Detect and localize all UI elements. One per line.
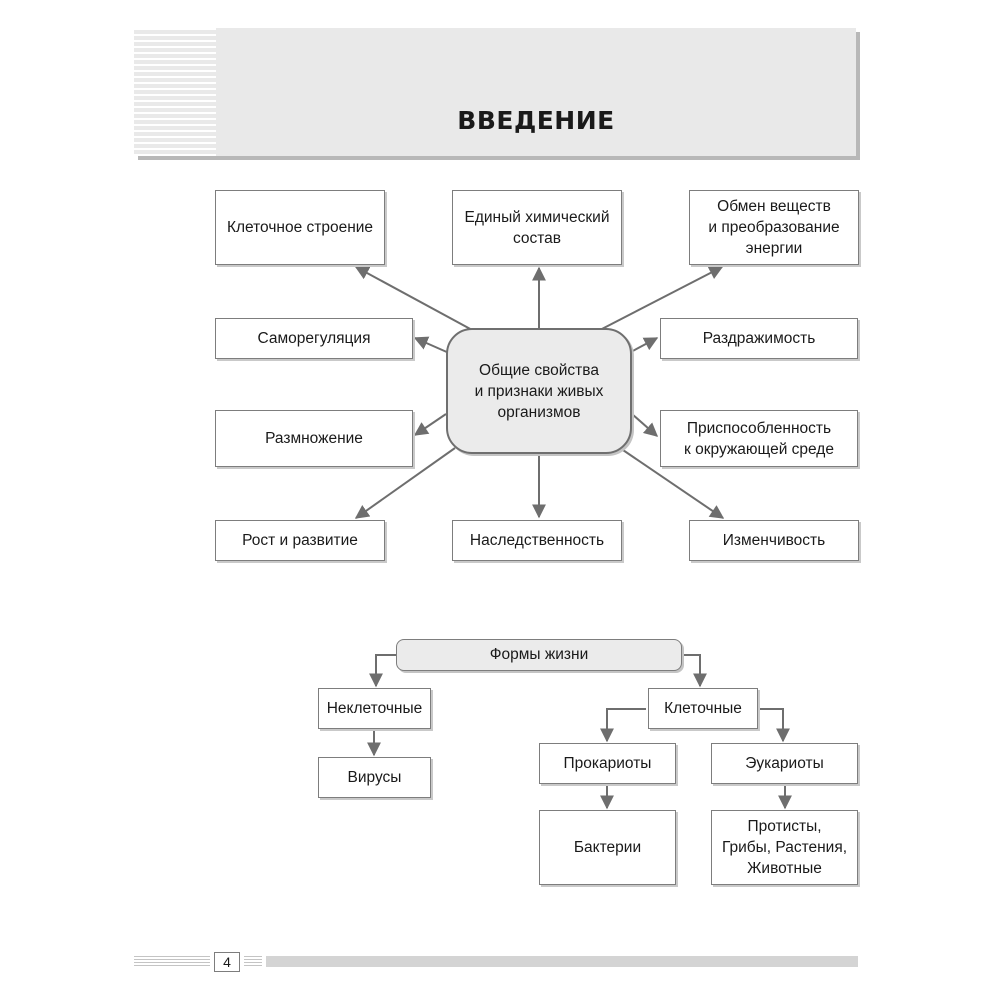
node-general-properties: Общие свойства и признаки живых организм… [446, 328, 632, 454]
header-stripes [134, 28, 216, 156]
page-number: 4 [214, 952, 240, 972]
node-chemical-composition: Единый химический состав [452, 190, 622, 265]
node-heredity: Наследственность [452, 520, 622, 561]
node-bacteria: Бактерии [539, 810, 676, 885]
arrow-to-cellular [682, 654, 707, 688]
arrow-to-reproduction [413, 413, 447, 436]
section-header: ВВЕДЕНИЕ [134, 28, 856, 156]
node-eukaryote-groups: Протисты, Грибы, Растения, Животные [711, 810, 858, 885]
node-eukaryotes: Эукариоты [711, 743, 858, 784]
node-metabolism: Обмен веществ и преобразование энергии [689, 190, 859, 265]
arrow-to-variability [619, 447, 725, 519]
node-irritability: Раздражимость [660, 318, 858, 359]
footer-lines-left [134, 956, 210, 968]
node-noncellular: Неклеточные [318, 688, 431, 729]
footer-bar [266, 956, 858, 967]
node-cellular: Клеточные [648, 688, 758, 729]
arrow-to-prokaryotes [600, 708, 646, 743]
arrow-to-growth [354, 447, 456, 519]
arrow-to-cell-structure [354, 266, 475, 332]
node-self-regulation: Саморегуляция [215, 318, 413, 359]
page-title: ВВЕДЕНИЕ [457, 106, 615, 135]
node-reproduction: Размножение [215, 410, 413, 467]
node-adaptation: Приспособленность к окружающей среде [660, 410, 858, 467]
node-cell-structure: Клеточное строение [215, 190, 385, 265]
arrow-to-adaptation [631, 413, 659, 437]
arrow-to-self-regulation [413, 336, 450, 354]
arrow-to-metabolism [597, 266, 724, 332]
arrow-to-noncellular [369, 654, 396, 688]
arrow-to-eukaryotes [758, 708, 790, 743]
node-viruses: Вирусы [318, 757, 431, 798]
node-prokaryotes: Прокариоты [539, 743, 676, 784]
node-variability: Изменчивость [689, 520, 859, 561]
arrow-to-irritability [628, 337, 659, 354]
node-life-forms: Формы жизни [396, 639, 682, 671]
node-growth: Рост и развитие [215, 520, 385, 561]
footer-lines-right [244, 956, 262, 968]
